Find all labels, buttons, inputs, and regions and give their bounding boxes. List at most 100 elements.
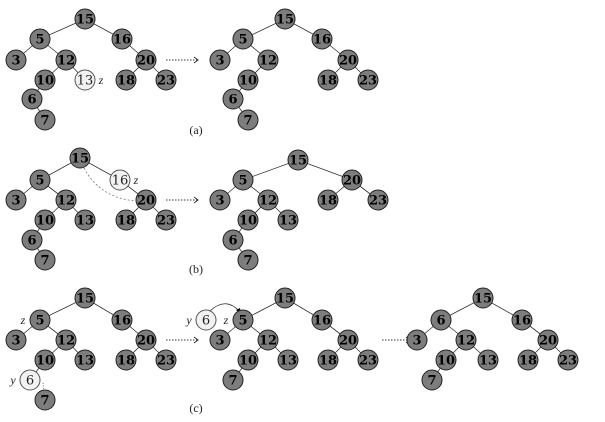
- node-key: 3: [11, 54, 20, 69]
- node-key: 20: [343, 174, 361, 189]
- node-key: 13: [479, 354, 497, 369]
- node-circle: [232, 28, 254, 50]
- node-circle: [109, 169, 131, 191]
- node-circle: [55, 49, 77, 71]
- tree-node-15: 15: [472, 287, 494, 309]
- node-circle: [311, 28, 333, 50]
- node-circle: [115, 209, 137, 231]
- tree-node-3: 3: [209, 329, 231, 351]
- tree-node-20: 20: [337, 329, 359, 351]
- node-circle: [135, 49, 157, 71]
- node-circle: [274, 287, 296, 309]
- node-circle: [5, 329, 27, 351]
- node-circle: [287, 149, 309, 171]
- replace-arrow: [209, 303, 241, 313]
- tree-node-6: 6: [19, 369, 41, 391]
- node-circle: [421, 369, 443, 391]
- node-key: 15: [276, 13, 294, 28]
- tree-node-15: 15: [274, 287, 296, 309]
- node-key: 18: [519, 354, 537, 369]
- node-key: 7: [40, 394, 49, 409]
- node-key: 15: [76, 292, 94, 307]
- node-circle: [277, 209, 299, 231]
- node-key: 3: [215, 194, 224, 209]
- node-key: 20: [137, 334, 155, 349]
- tree-node-18: 18: [317, 349, 339, 371]
- node-circle: [435, 349, 457, 371]
- node-key: 15: [474, 292, 492, 307]
- node-circle: [406, 329, 428, 351]
- tree-node-13: 13: [477, 349, 499, 371]
- node-key: 16: [313, 33, 331, 48]
- node-circle: [74, 69, 96, 91]
- node-circle: [19, 369, 41, 391]
- tree-node-7: 7: [421, 369, 443, 391]
- node-circle: [430, 309, 452, 331]
- node-key: 10: [36, 214, 54, 229]
- node-key: 7: [243, 114, 252, 129]
- node-circle: [74, 287, 96, 309]
- node-key: 18: [117, 354, 135, 369]
- node-key: 6: [27, 93, 36, 108]
- node-key: 10: [239, 74, 257, 89]
- node-circle: [69, 147, 91, 169]
- node-circle: [21, 88, 43, 110]
- node-key: 15: [289, 154, 307, 169]
- node-circle: [111, 28, 133, 50]
- tree-node-23: 23: [357, 349, 379, 371]
- node-key: 18: [319, 74, 337, 89]
- tree-node-16: 16: [109, 169, 131, 191]
- node-key: 18: [319, 194, 337, 209]
- node-key: 12: [57, 54, 75, 69]
- tree-node-23: 23: [155, 349, 177, 371]
- tree-node-15: 15: [274, 8, 296, 30]
- tree-node-20: 20: [135, 49, 157, 71]
- node-circle: [257, 49, 279, 71]
- node-key: 5: [35, 314, 44, 329]
- node-circle: [222, 88, 244, 110]
- node-circle: [74, 209, 96, 231]
- node-circle: [257, 329, 279, 351]
- tree-node-16: 16: [311, 28, 333, 50]
- node-key: 16: [113, 314, 131, 329]
- tree-node-15: 15: [287, 149, 309, 171]
- node-key: 16: [513, 314, 531, 329]
- node-key: 3: [11, 334, 20, 349]
- node-key: 5: [238, 314, 247, 329]
- tree-node-6: 6: [21, 229, 43, 251]
- node-circle: [34, 349, 56, 371]
- arrowhead-icon: [193, 56, 199, 64]
- node-key: 7: [40, 114, 49, 129]
- node-key: 23: [157, 74, 175, 89]
- tree-node-3: 3: [406, 329, 428, 351]
- node-circle: [317, 189, 339, 211]
- node-circle: [257, 189, 279, 211]
- node-circle: [511, 309, 533, 331]
- tree-node-12: 12: [257, 329, 279, 351]
- node-circle: [155, 349, 177, 371]
- tree-node-3: 3: [5, 49, 27, 71]
- node-key: 20: [539, 334, 557, 349]
- tree-node-12: 12: [55, 49, 77, 71]
- tree-node-23: 23: [155, 209, 177, 231]
- node-key: 7: [427, 374, 436, 389]
- node-key: 10: [239, 214, 257, 229]
- node-key: 16: [112, 174, 129, 189]
- node-circle: [337, 49, 359, 71]
- node-key: 20: [339, 54, 357, 69]
- tree-node-18: 18: [517, 349, 539, 371]
- node-key: 15: [276, 292, 294, 307]
- node-key: 23: [369, 194, 387, 209]
- node-circle: [517, 349, 539, 371]
- tree-node-13: 13: [74, 349, 96, 371]
- caption-a: (a): [189, 123, 202, 137]
- node-key: 3: [215, 334, 224, 349]
- pointer-label-z: z: [98, 73, 104, 87]
- tree-node-18: 18: [115, 69, 137, 91]
- tree-node-18: 18: [115, 349, 137, 371]
- arrowhead-icon: [193, 336, 199, 344]
- tree-node-18: 18: [115, 209, 137, 231]
